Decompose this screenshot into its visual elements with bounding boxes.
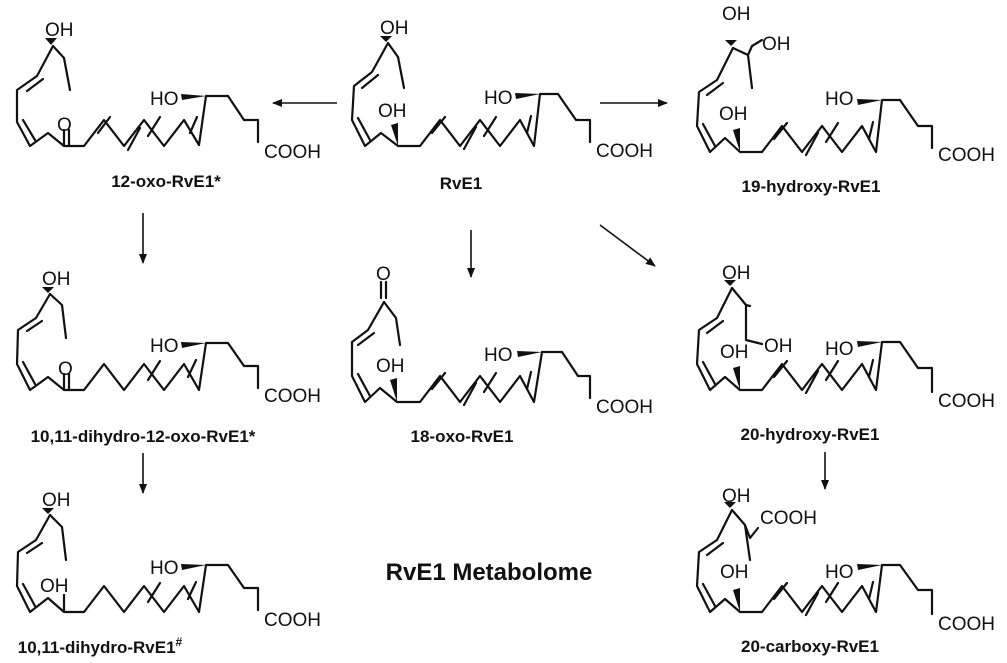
atom-ho: HO bbox=[150, 558, 179, 579]
atom-ho: HO bbox=[150, 336, 179, 357]
atom-cooh: COOH bbox=[264, 610, 321, 631]
compound-label-20-carboxy-rve1: 20-carboxy-RvE1 bbox=[741, 637, 879, 656]
atom-oh: OH bbox=[720, 562, 749, 583]
atom-oh: OH bbox=[40, 576, 69, 597]
structure-20-carboxy-rve1: OH COOH OH HO COOH 20-carboxy-RvE1 bbox=[695, 486, 995, 656]
atom-ho: HO bbox=[825, 562, 854, 583]
atom-oh: OH bbox=[764, 336, 793, 357]
compound-label-18-oxo-rve1: 18-oxo-RvE1 bbox=[411, 427, 514, 446]
compound-label-20-hydroxy-rve1: 20-hydroxy-RvE1 bbox=[741, 425, 880, 444]
atom-cooh: COOH bbox=[938, 145, 995, 166]
atom-cooh: COOH bbox=[264, 142, 321, 163]
atom-oh: OH bbox=[45, 20, 74, 41]
structure-rve1: OH OH HO COOH RvE1 bbox=[350, 18, 653, 193]
atom-ho: HO bbox=[825, 339, 854, 360]
atom-o: O bbox=[57, 115, 72, 136]
structure-12-oxo-rve1: OH O HO COOH 12-oxo-RvE1* bbox=[15, 20, 321, 191]
atom-oh: OH bbox=[722, 4, 751, 25]
atom-cooh: COOH bbox=[760, 508, 817, 529]
atom-oh: OH bbox=[722, 263, 751, 284]
arrow-rve1-to-20-hydroxy bbox=[599, 224, 656, 267]
atom-oh: OH bbox=[722, 486, 751, 507]
atom-oh: OH bbox=[762, 34, 791, 55]
atom-oh: OH bbox=[719, 104, 748, 125]
structure-18-oxo-rve1: O OH HO COOH 18-oxo-RvE1 bbox=[350, 264, 653, 446]
atom-cooh: COOH bbox=[938, 391, 995, 412]
atom-cooh: COOH bbox=[596, 141, 653, 162]
atom-oh: OH bbox=[42, 490, 71, 511]
atom-cooh: COOH bbox=[938, 614, 995, 635]
atom-ho: HO bbox=[150, 89, 179, 110]
atom-ho: HO bbox=[484, 345, 513, 366]
atom-oh: OH bbox=[376, 356, 405, 377]
atom-oh: OH bbox=[42, 269, 71, 290]
compound-label-12-oxo-rve1: 12-oxo-RvE1* bbox=[111, 172, 221, 191]
structure-19-hydroxy-rve1: OH OH OH HO COOH 19-hydroxy-RvE1 bbox=[695, 4, 995, 196]
reaction-arrows bbox=[139, 99, 829, 494]
diagram-title: RvE1 Metabolome bbox=[386, 559, 593, 586]
structure-20-hydroxy-rve1: OH OH OH HO COOH 20-hydroxy-RvE1 bbox=[695, 263, 995, 444]
compound-label-10-11-dihydro-rve1: 10,11-dihydro-RvE1# bbox=[18, 635, 183, 657]
atom-o: O bbox=[376, 264, 391, 285]
atom-cooh: COOH bbox=[596, 397, 653, 418]
atom-ho: HO bbox=[825, 89, 854, 110]
compound-label-10-11-dihydro-12-oxo-rve1: 10,11-dihydro-12-oxo-RvE1* bbox=[31, 427, 256, 446]
compound-label-19-hydroxy-rve1: 19-hydroxy-RvE1 bbox=[742, 177, 881, 196]
structure-10-11-dihydro-12-oxo-rve1: OH O HO COOH 10,11-dihydro-12-oxo-RvE1* bbox=[15, 269, 321, 446]
atom-oh: OH bbox=[720, 342, 749, 363]
atom-cooh: COOH bbox=[264, 386, 321, 407]
atom-o: O bbox=[58, 359, 73, 380]
structure-10-11-dihydro-rve1: OH OH HO COOH 10,11-dihydro-RvE1# bbox=[15, 490, 321, 657]
atom-oh: OH bbox=[380, 18, 409, 39]
atom-oh: OH bbox=[378, 101, 407, 122]
atom-ho: HO bbox=[484, 88, 513, 109]
compound-label-rve1: RvE1 bbox=[440, 174, 483, 193]
